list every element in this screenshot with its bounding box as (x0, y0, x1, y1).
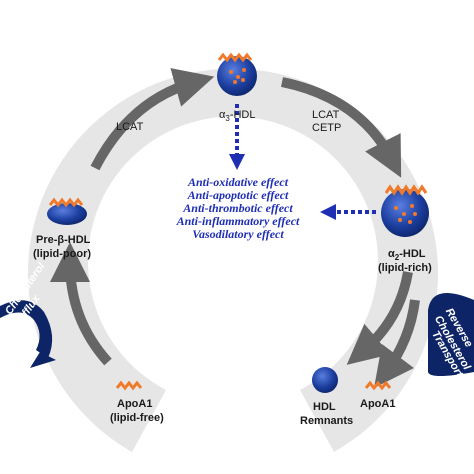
arrow-a3-to-a2 (280, 77, 402, 178)
hdl-remnants-label-1: HDL (313, 401, 336, 413)
hdl-remnant-particle-icon (312, 367, 338, 393)
lcat-left-label: LCAT (116, 121, 144, 133)
hdl-remnants-label-2: Remnants (300, 415, 353, 427)
prebeta-hdl-label-1: Pre-β-HDL (36, 234, 91, 246)
prebeta-hdl-particle-icon (47, 197, 87, 225)
a2-hdl-particle-icon (381, 184, 429, 237)
a2-hdl-label-2: (lipid-rich) (378, 262, 432, 274)
reverse-transport-band (428, 292, 474, 376)
effect-item: Anti-inflammatory effect (176, 214, 300, 228)
arrow-a2-to-apoa1 (374, 299, 420, 389)
a3-hdl-particle-icon (217, 52, 257, 96)
prebeta-hdl-label-2: (lipid-poor) (33, 248, 91, 260)
effect-item: Anti-oxidative effect (187, 175, 289, 189)
arrow-apoa1-to-prebeta (50, 242, 112, 366)
cetp-label: CETP (312, 122, 341, 134)
arrow-prebeta-to-a3 (90, 68, 215, 171)
effect-item: Anti-apoptotic effect (187, 188, 289, 202)
a3-hdl-label: α3-HDL (219, 109, 255, 123)
effect-item: Vasodilatory effect (192, 227, 284, 241)
apoa1-left-icon (115, 380, 143, 391)
lcat-right-label: LCAT (312, 109, 340, 121)
cycle-ring (28, 68, 439, 452)
effect-item: Anti-thrombotic effect (182, 201, 293, 215)
apoa1-left-label-2: (lipid-free) (110, 412, 164, 424)
a2-hdl-label: α2-HDL (388, 248, 426, 262)
cycle-arrows (50, 68, 420, 389)
cholesterol-efflux-band (0, 300, 56, 368)
apoa1-left-label-1: ApoA1 (117, 398, 152, 410)
apoa1-right-label: ApoA1 (360, 398, 395, 410)
apoa1-right-icon (364, 380, 392, 391)
arrow-a2-to-remnants (346, 271, 413, 365)
